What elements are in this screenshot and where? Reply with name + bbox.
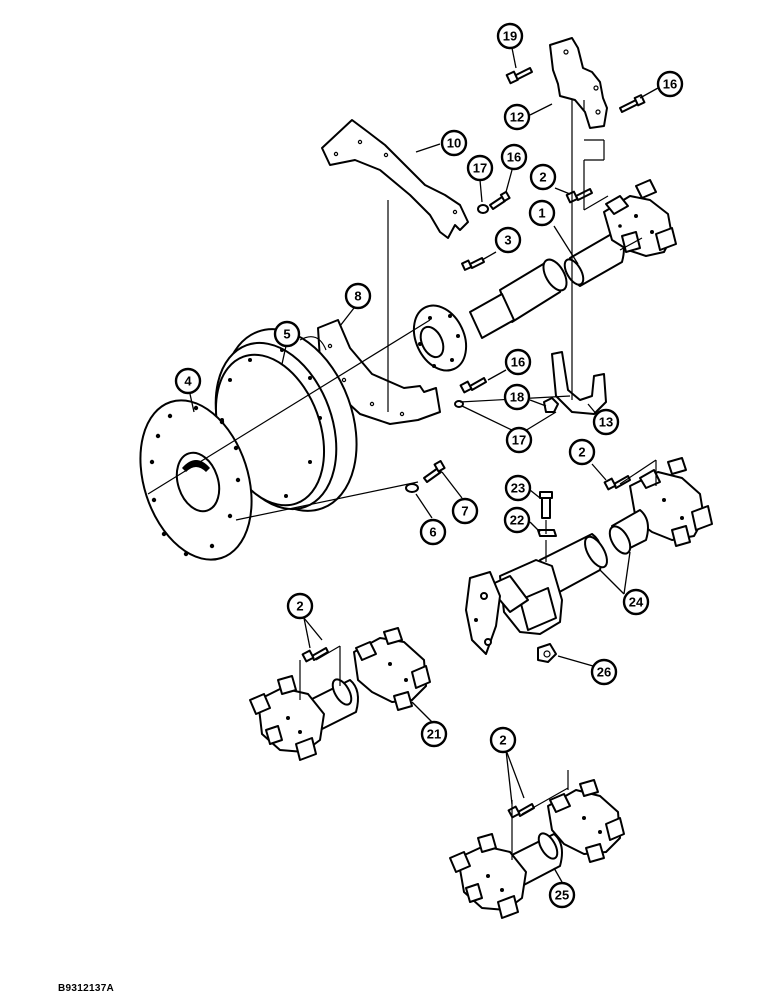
part-24-u-joint <box>629 457 713 547</box>
part-16-bolt-upper <box>489 190 511 210</box>
callout-1-label: 1 <box>538 206 545 221</box>
callout-1: 1 <box>528 199 556 227</box>
part-23-bolt <box>539 491 553 519</box>
callout-13-label: 13 <box>599 415 613 430</box>
callout-17-upper-label: 17 <box>473 161 487 176</box>
flange-hub-shaft <box>412 258 568 372</box>
callout-4: 4 <box>174 367 202 395</box>
callout-26: 26 <box>590 658 618 686</box>
callout-26-label: 26 <box>597 665 611 680</box>
callout-18: 18 <box>503 383 531 411</box>
callout-23: 23 <box>504 474 532 502</box>
callout-2-bottom: 2 <box>489 726 517 754</box>
callout-2-left: 2 <box>286 592 314 620</box>
part-21-yoke-right <box>353 627 431 711</box>
callout-25: 25 <box>548 881 576 909</box>
callout-2-upper: 2 <box>529 163 557 191</box>
part-13-strap <box>551 351 607 415</box>
callout-17-lower-label: 17 <box>512 433 526 448</box>
part-26-nut <box>537 643 557 663</box>
callout-5-label: 5 <box>283 327 290 342</box>
part-24-shaft <box>539 509 649 597</box>
callout-19: 19 <box>496 22 524 50</box>
part-16-bolt-lower <box>459 377 487 394</box>
callout-16-lower-label: 16 <box>511 355 525 370</box>
part-1-drive-shaft <box>563 231 625 287</box>
callout-6: 6 <box>419 518 447 546</box>
callout-19-label: 19 <box>503 29 517 44</box>
callout-24-label: 24 <box>629 595 644 610</box>
callout-16-upper: 16 <box>500 143 528 171</box>
part-3-bolt <box>461 257 485 271</box>
callout-7-label: 7 <box>461 504 468 519</box>
callout-12-label: 12 <box>510 110 524 125</box>
part-22-washer <box>537 529 557 537</box>
part-17-washer-upper <box>477 204 489 214</box>
callout-3: 3 <box>494 226 522 254</box>
callout-2-middle: 2 <box>568 438 596 466</box>
part-4-flange-disc <box>139 399 253 561</box>
part-2-bolt-left <box>301 647 329 663</box>
callout-3-label: 3 <box>504 233 511 248</box>
part-16-bolt-top <box>619 94 646 113</box>
part-7-bolt <box>423 460 446 483</box>
part-5-pulley <box>214 328 358 512</box>
part-1-u-joint <box>603 179 677 257</box>
callout-21: 21 <box>420 720 448 748</box>
part-2-bolt-upper <box>565 188 593 204</box>
callout-10-label: 10 <box>447 136 461 151</box>
leader-lines <box>189 47 659 883</box>
bearing-assembly <box>465 559 563 655</box>
callout-12: 12 <box>503 103 531 131</box>
part-19-bolt <box>505 67 533 85</box>
callout-23-label: 23 <box>511 481 525 496</box>
callout-7: 7 <box>451 497 479 525</box>
part-25-yoke-left <box>449 833 527 919</box>
callout-8: 8 <box>344 282 372 310</box>
alignment-lines <box>147 100 657 860</box>
callout-16-top: 16 <box>656 70 684 98</box>
part-10-shield <box>321 119 469 239</box>
part-6-washer <box>405 483 419 493</box>
callout-16-top-label: 16 <box>663 77 677 92</box>
callout-25-label: 25 <box>555 888 569 903</box>
callout-21-label: 21 <box>427 727 441 742</box>
callout-13: 13 <box>592 408 620 436</box>
part-25-yoke-right <box>547 779 625 863</box>
callout-4-label: 4 <box>184 374 192 389</box>
callout-6-label: 6 <box>429 525 436 540</box>
part-18-nut <box>543 397 559 413</box>
callout-5: 5 <box>273 320 301 348</box>
callout-2-middle-label: 2 <box>578 445 585 460</box>
part-21-yoke-left <box>249 675 325 761</box>
callout-24: 24 <box>622 588 650 616</box>
part-12-mounting-plate <box>549 37 608 129</box>
part-2-bolt-middle <box>603 475 631 491</box>
callout-22: 22 <box>503 506 531 534</box>
callout-18-label: 18 <box>510 390 524 405</box>
part-2-bolt-bottom <box>507 803 535 819</box>
callout-10: 10 <box>440 129 468 157</box>
callout-2-left-label: 2 <box>296 599 303 614</box>
callout-8-label: 8 <box>354 289 361 304</box>
callout-17-lower: 17 <box>505 426 533 454</box>
figure-id: B9312137A <box>58 983 115 994</box>
callout-16-upper-label: 16 <box>507 150 521 165</box>
callout-22-label: 22 <box>510 513 524 528</box>
callout-2-bottom-label: 2 <box>499 733 506 748</box>
callout-17-upper: 17 <box>466 154 494 182</box>
callout-16-lower: 16 <box>504 348 532 376</box>
callout-2-upper-label: 2 <box>539 170 546 185</box>
